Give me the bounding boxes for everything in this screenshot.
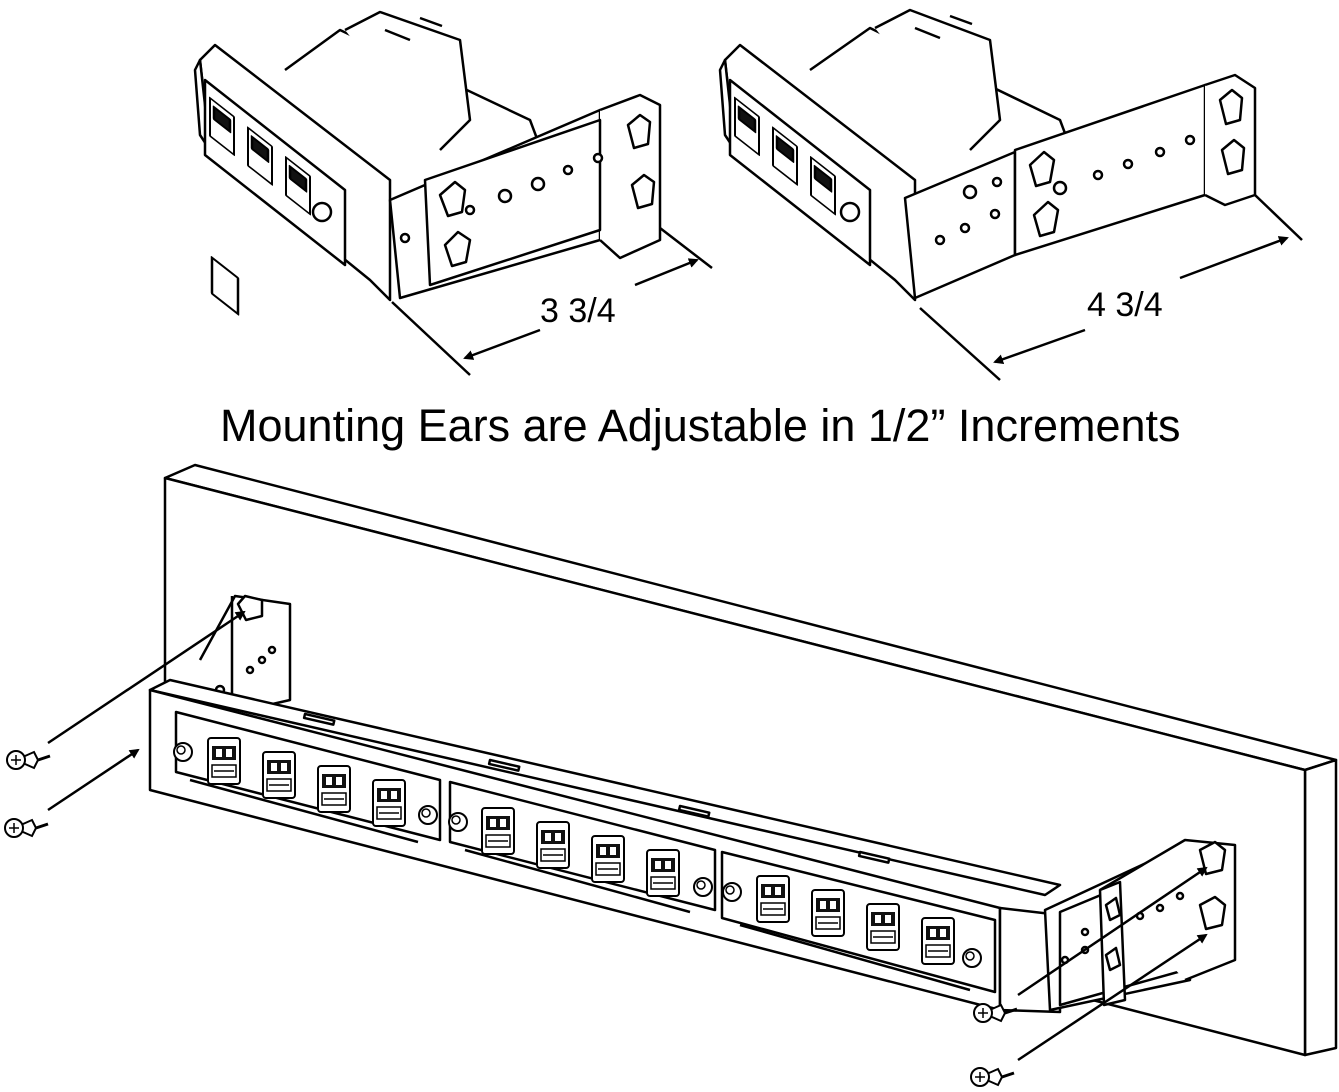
dimension-long (919, 194, 1303, 381)
dimension-label-short: 3 3/4 (540, 292, 616, 330)
screw-arrows (47, 610, 1208, 1062)
diagram-caption: Mounting Ears are Adjustable in 1/2” Inc… (220, 400, 1181, 451)
dimension-label-long: 4 3/4 (1087, 286, 1163, 324)
panel-short-setting (193, 10, 662, 316)
dimension-short (391, 227, 713, 376)
panel-long-setting (718, 8, 1257, 302)
